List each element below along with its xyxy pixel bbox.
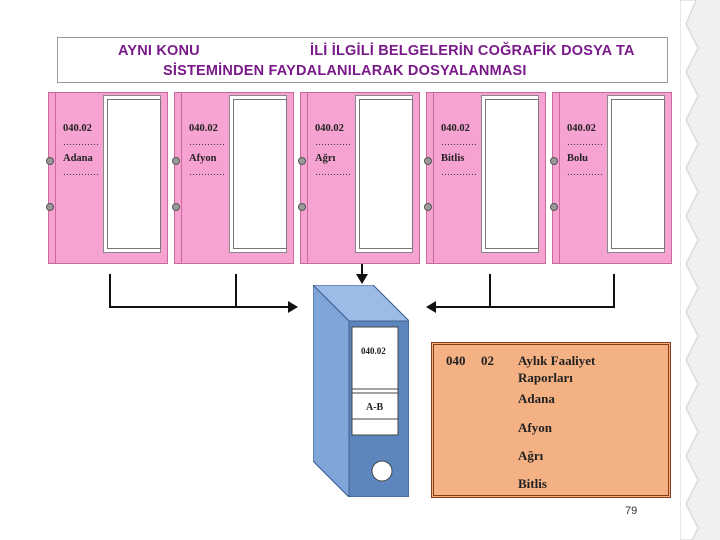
ring-hole [550, 157, 558, 165]
ring-hole [298, 203, 306, 211]
connector-left [109, 274, 237, 308]
folder-dots: ………… [63, 137, 99, 147]
drawer-item: Bitlis [518, 476, 547, 491]
title-line-1a: AYNI KONU [118, 43, 200, 59]
binder-label-code: 040.02 [361, 346, 386, 356]
folder-afyon: 040.02 ………… Afyon ………… [172, 92, 294, 264]
folder-dots: ………… [441, 137, 477, 147]
arrowhead-left-icon [426, 301, 436, 313]
folder-spine [55, 93, 56, 263]
folder-code: 040.02 [315, 123, 344, 134]
drawer-item: Adana [518, 391, 555, 406]
drawer-code-b: 02 [481, 353, 494, 368]
folder-adana: 040.02 ………… Adana ………… [46, 92, 168, 264]
ring-hole [46, 157, 54, 165]
drawer-title-line2: Raporları [518, 370, 573, 385]
arrowhead-down-icon [356, 274, 368, 284]
ring-hole [550, 203, 558, 211]
folder-spine [559, 93, 560, 263]
folder-sheet [107, 99, 161, 249]
title-line-1b: İLİ İLGİLİ BELGELERİN COĞRAFİK DOSYA TA [310, 43, 635, 59]
folder-dots: ………… [63, 167, 99, 177]
ring-hole [172, 203, 180, 211]
folder-code: 040.02 [567, 123, 596, 134]
folder-spine [307, 93, 308, 263]
drawer-code-a: 040 [446, 353, 466, 368]
folder-sheet [611, 99, 665, 249]
folder-sheet [233, 99, 287, 249]
folder-dots: ………… [567, 137, 603, 147]
ring-hole [46, 203, 54, 211]
folder-sheet [359, 99, 413, 249]
folder-dots: ………… [315, 137, 351, 147]
folder-name: Afyon [189, 153, 217, 164]
folder-name: Bitlis [441, 153, 465, 164]
connector-right [489, 274, 615, 308]
folder-dots: ………… [567, 167, 603, 177]
binder-box-file [313, 285, 409, 497]
drawer-title-line1: Aylık Faaliyet [518, 353, 596, 368]
folder-name: Ağrı [315, 153, 336, 164]
folder-code: 040.02 [189, 123, 218, 134]
ring-hole [172, 157, 180, 165]
arrowhead-right-icon [288, 301, 298, 313]
folder-code: 040.02 [63, 123, 92, 134]
folder-dots: ………… [189, 137, 225, 147]
archive-drawer-card: 040 02 Aylık Faaliyet Raporları Adana Af… [431, 342, 671, 498]
folder-name: Adana [63, 153, 93, 164]
page-number: 79 [625, 505, 638, 517]
ring-hole [424, 157, 432, 165]
folder-spine [181, 93, 182, 263]
ring-hole [298, 157, 306, 165]
film-strip-decoration [680, 0, 720, 540]
folder-bolu: 040.02 ………… Bolu ………… [550, 92, 672, 264]
folder-name: Bolu [567, 153, 589, 164]
folder-agri: 040.02 ………… Ağrı ………… [298, 92, 420, 264]
title-banner: AYNI KONU İLİ İLGİLİ BELGELERİN COĞRAFİK… [57, 37, 668, 83]
folder-dots: ………… [315, 167, 351, 177]
folder-dots: ………… [441, 167, 477, 177]
folder-bitlis: 040.02 ………… Bitlis ………… [424, 92, 546, 264]
drawer-item: Ağrı [518, 448, 544, 463]
drawer-item: Afyon [518, 420, 552, 435]
title-line-2: SİSTEMİNDEN FAYDALANILARAK DOSYALANMASI [163, 63, 527, 79]
ring-hole [424, 203, 432, 211]
folder-sheet [485, 99, 539, 249]
folder-code: 040.02 [441, 123, 470, 134]
folder-spine [433, 93, 434, 263]
folder-dots: ………… [189, 167, 225, 177]
binder-label-range: A-B [366, 402, 384, 413]
